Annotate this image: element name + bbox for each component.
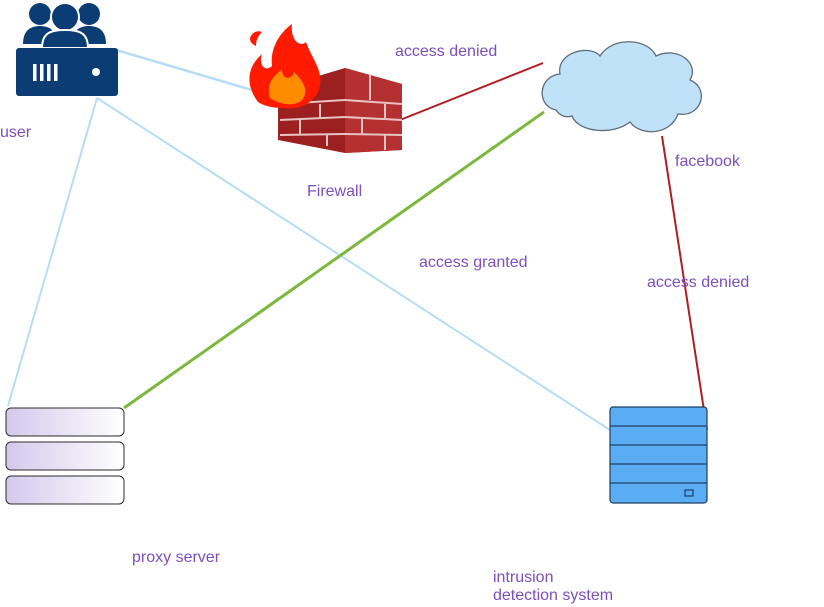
firewall-label: Firewall [307, 183, 363, 200]
server-rack-icon [609, 406, 708, 504]
firewall-icon [249, 24, 403, 153]
link-proxy-cloud-granted [123, 110, 545, 410]
user-server-icon [16, 2, 118, 96]
cloud-label: facebook [675, 153, 740, 170]
link-cloud-ids-denied [661, 135, 708, 431]
edge-label-cloud-ids: access denied [647, 274, 750, 291]
edge-label-firewall-cloud: access denied [395, 43, 498, 60]
link-user-proxy [7, 97, 98, 407]
cloud-icon [541, 41, 702, 133]
link-user-firewall [115, 48, 253, 92]
ids-label-line2: detection system [493, 587, 614, 604]
link-user-ids [96, 97, 611, 431]
ids-label-line1: intrusion [493, 569, 554, 586]
link-firewall-cloud-denied [399, 62, 544, 121]
user-label: user [0, 124, 32, 141]
edge-label-proxy-cloud: access granted [419, 254, 528, 271]
proxy-server-label: proxy server [132, 549, 221, 566]
server-stack-icon [5, 407, 125, 505]
